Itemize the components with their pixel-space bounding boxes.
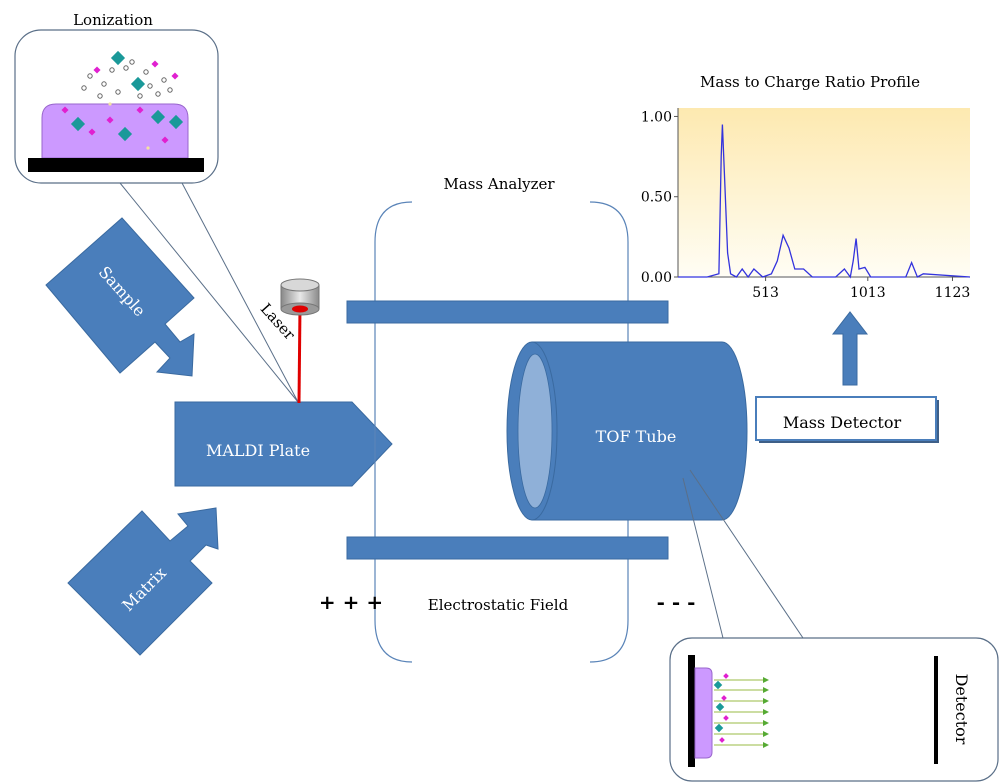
mass-detector-box	[755, 396, 937, 441]
detector-callout-line-left	[682, 477, 724, 639]
ion-flight-paths	[713, 673, 769, 748]
detector-callout-line-right	[689, 469, 804, 639]
analyzer-bracket-left	[374, 201, 413, 663]
bottom-electrode	[346, 536, 669, 560]
sample-arrow: Sample	[45, 217, 195, 377]
mass-detector: Mass Detector	[755, 396, 939, 443]
electrostatic-field-label: Electrostatic Field	[428, 596, 569, 614]
maldi-plate-label: MALDI Plate	[206, 441, 310, 460]
detector-callout: Detector	[669, 469, 999, 782]
target-plate	[28, 158, 204, 172]
chart-series	[678, 124, 971, 279]
chart-title: Mass to Charge Ratio Profile	[700, 73, 920, 91]
mz-profile-chart: Mass to Charge Ratio Profile 0.00 0.50 1.0…	[641, 73, 970, 301]
chart-plot-area	[678, 108, 970, 276]
laser-beam	[297, 305, 302, 404]
tof-tube-label: TOF Tube	[596, 427, 677, 446]
x-tick-label: 1013	[850, 285, 886, 301]
detector-plate	[934, 656, 938, 764]
up-arrow	[831, 311, 869, 386]
ionization-callout: Lonization	[14, 11, 299, 403]
detector-label: Detector	[952, 674, 971, 745]
laser-aperture	[292, 305, 308, 313]
callout-line-left	[119, 182, 299, 403]
y-tick-label: 1.00	[641, 109, 672, 125]
y-tick-label: 0.00	[641, 270, 672, 286]
maldi-plate: MALDI Plate	[174, 401, 393, 487]
tof-tube-opening	[517, 353, 553, 509]
mass-detector-label: Mass Detector	[783, 413, 902, 432]
chart-ticks: 0.00 0.50 1.00 513 1013 1123	[641, 109, 970, 301]
callout-line-right	[181, 182, 299, 403]
y-tick-label: 0.50	[641, 190, 672, 206]
detector-sample	[694, 667, 713, 759]
x-tick-label: 1123	[935, 285, 971, 301]
spectrum-line	[678, 124, 971, 279]
matrix-arrow: Matrix	[67, 507, 219, 656]
negative-charges: - - -	[657, 590, 696, 614]
laser-top	[280, 278, 320, 292]
ionization-label: Lonization	[73, 11, 153, 29]
positive-charges: + + +	[319, 590, 383, 614]
tof-tube: TOF Tube	[506, 341, 748, 521]
detector-source-plate	[688, 655, 695, 767]
mass-analyzer-label: Mass Analyzer	[443, 175, 555, 193]
x-tick-label: 513	[752, 285, 779, 301]
top-electrode	[346, 300, 669, 324]
